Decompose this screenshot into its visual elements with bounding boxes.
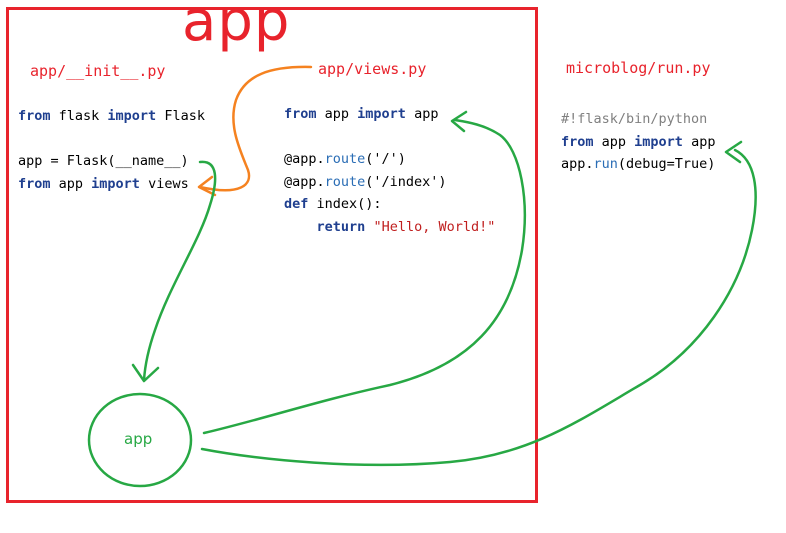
code-token: flask [50,108,108,124]
green-arrow-head-run [724,140,743,164]
code-token: from [561,133,594,150]
code-token: (debug=True) [617,156,716,172]
code-token: from [18,108,51,124]
code-token: route [324,151,366,167]
code-token: from [18,175,51,192]
code-token: ('/index') [365,173,447,190]
code-line: return "Hello, World!" [284,216,496,239]
code-token: app [682,133,716,150]
code-token: route [324,173,366,190]
code-token: views [139,175,189,192]
code-line: def index(): [284,193,495,216]
green-arrow-head-views [450,110,468,133]
app-object-label: app [124,430,153,448]
code-line: from app import app [284,103,495,126]
code-line: from flask import Flask [18,105,205,128]
code-token: ('/') [365,151,406,167]
code-token: from [284,106,317,122]
code-token: import [107,108,157,124]
code-token: app [316,106,358,122]
code-token: @app. [284,151,325,167]
code-token: app [593,133,635,150]
code-line: from app import views [18,173,205,196]
init-code-block: from flask import Flask app = Flask(__nam… [18,105,205,195]
code-line: app = Flask(__name__) [18,150,205,173]
code-token: app = Flask(__name__) [18,153,189,169]
app-object-circle [87,392,193,488]
code-token: import [357,106,406,122]
green-run-import-arrow [200,148,757,467]
code-line: @app.route('/index') [284,171,495,194]
views-code-block: from app import app@app.route('/')@app.r… [284,103,495,238]
code-token: import [91,175,140,192]
package-title: app [182,0,291,54]
code-line: #!flask/bin/python [561,108,715,131]
run-file-title: microblog/run.py [566,59,711,77]
code-line: app.run(debug=True) [561,153,715,176]
green-views-import-arrow [202,118,526,435]
code-token: app. [561,156,594,172]
code-token: return [316,218,366,235]
code-token: @app. [284,173,325,190]
code-token: import [634,133,683,150]
package-boundary [6,7,538,503]
green-create-app-arrow [142,160,217,382]
green-arrow-head-create [131,363,160,383]
code-token: #!flask/bin/python [561,111,708,127]
code-token: def [284,196,309,212]
code-token: app [50,175,92,192]
orange-arrow-head [197,175,217,197]
code-token: run [593,156,618,172]
orange-import-views-arrow [198,65,313,192]
views-file-title: app/views.py [318,60,427,78]
init-file-title: app/__init__.py [30,62,166,80]
code-token: "Hello, World!" [373,218,496,235]
code-line: from app import app [561,131,715,154]
code-token: Flask [156,108,205,124]
code-token: index(): [308,196,382,212]
code-token: app [405,106,439,122]
code-line: @app.route('/') [284,148,495,171]
